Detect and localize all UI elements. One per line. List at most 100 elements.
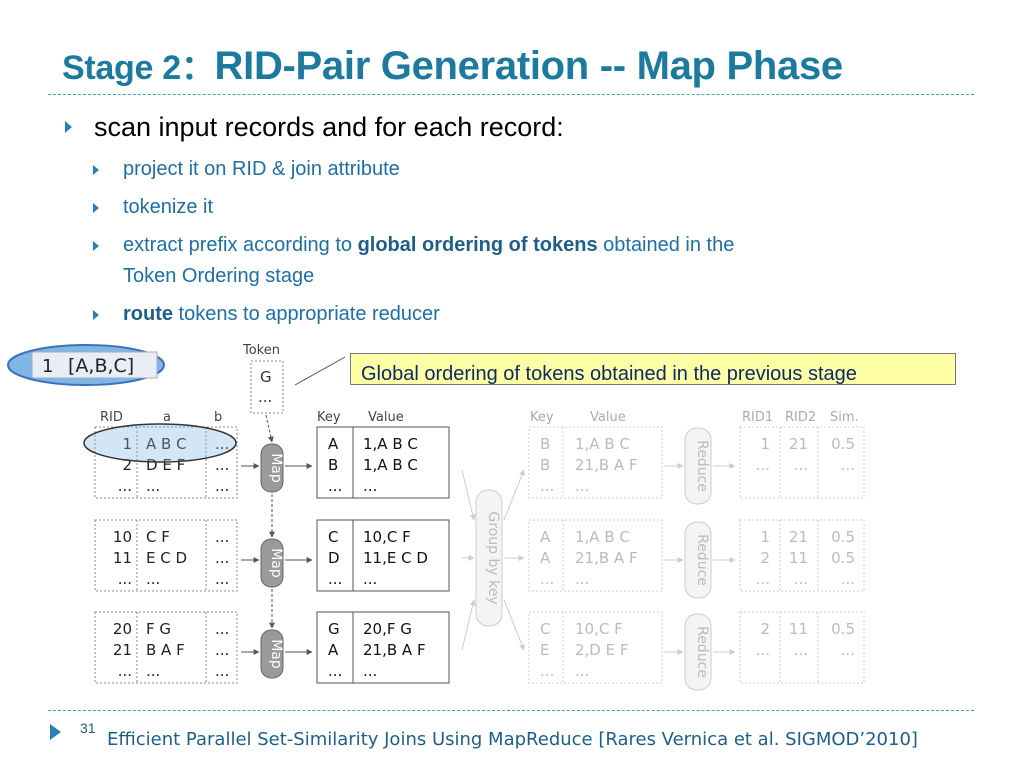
map-value-cell: 1,A B C (363, 456, 418, 474)
output-rid1-cell: ... (756, 456, 770, 474)
map-key-cell: D (328, 549, 340, 567)
bullet-list: scan input records and for each record: … (60, 110, 960, 337)
map-node: Map (260, 629, 284, 679)
input-rid-cell: ... (118, 477, 132, 495)
svg-text:Map: Map (268, 453, 284, 483)
reduce-value-cell: 21,B A F (575, 549, 638, 567)
map-group-box (316, 426, 450, 499)
reduce-header-value: Value (590, 410, 626, 425)
input-rid-cell: ... (118, 662, 132, 680)
output-group-box (739, 611, 865, 684)
input-b-cell: ... (215, 662, 229, 680)
sub-bullet-text: extract prefix according to (123, 234, 358, 256)
input-b-cell: ... (215, 477, 229, 495)
input-a-cell: F G (146, 620, 171, 638)
token-box (250, 360, 284, 414)
input-header-a: a (163, 410, 171, 425)
input-a-cell: E C D (146, 549, 187, 567)
map-key-cell: A (328, 641, 339, 659)
sub-bullet-emphasis: global ordering of tokens (357, 234, 598, 256)
reduce-key-cell: ... (540, 662, 554, 680)
input-rid-cell: 20 (113, 620, 132, 638)
input-a-cell: D E F (146, 456, 185, 474)
svg-text:Map: Map (268, 639, 284, 669)
map-node: Map (260, 538, 284, 588)
sub-bullet-emphasis: route (123, 303, 173, 325)
reduce-value-cell: ... (575, 570, 589, 588)
output-group-box (739, 426, 865, 499)
reduce-key-cell: E (540, 641, 549, 659)
output-rid2-cell: 11 (789, 620, 808, 638)
svg-text:Reduce: Reduce (694, 440, 710, 492)
input-a-cell: A B C (146, 435, 187, 453)
map-value-cell: 21,B A F (363, 641, 426, 659)
reduce-node: Reduce (684, 427, 712, 505)
input-rid-cell: 1 (122, 435, 132, 453)
input-b-cell: ... (215, 620, 229, 638)
map-key-cell: ... (328, 477, 342, 495)
page-number: 31 (80, 720, 96, 736)
reduce-node: Reduce (684, 521, 712, 599)
map-header-value: Value (368, 410, 404, 425)
svg-text:Reduce: Reduce (694, 534, 710, 586)
footer-arrow-icon (50, 724, 61, 740)
reduce-value-cell: ... (575, 477, 589, 495)
first-record-highlight (83, 423, 237, 463)
input-a-cell: ... (146, 477, 160, 495)
input-group-box (94, 426, 238, 499)
svg-text:Map: Map (268, 548, 284, 578)
output-sim-cell: 0.5 (831, 435, 855, 453)
callout-box: Global ordering of tokens obtained in th… (350, 353, 956, 385)
bullet-main-text: scan input records and for each record: (94, 112, 564, 142)
map-value-cell: ... (363, 477, 377, 495)
map-value-cell: ... (363, 662, 377, 680)
output-rid2-cell: ... (794, 456, 808, 474)
map-group-box (316, 519, 450, 592)
map-group-box (316, 611, 450, 684)
reduce-node: Reduce (684, 613, 712, 691)
input-a-cell: B A F (146, 641, 185, 659)
bullet-arrow-icon (93, 241, 99, 251)
reduce-value-cell: 10,C F (575, 620, 623, 638)
map-key-cell: ... (328, 662, 342, 680)
sub-bullet-project: project it on RID & join attribute (60, 154, 960, 185)
map-value-cell: ... (363, 570, 377, 588)
input-rid-cell: 2 (122, 456, 132, 474)
reduce-key-cell: A (540, 549, 551, 567)
footer-divider (48, 710, 974, 711)
output-rid1-cell: 2 (760, 549, 770, 567)
sub-bullet-tokenize: tokenize it (60, 192, 960, 223)
output-rid2-cell: 21 (789, 528, 808, 546)
map-key-cell: A (328, 435, 339, 453)
reduce-header-key: Key (530, 410, 554, 425)
reduce-value-cell: 1,A B C (575, 435, 630, 453)
input-b-cell: ... (215, 641, 229, 659)
bullet-main: scan input records and for each record: (60, 110, 960, 144)
callout-pointer (294, 356, 346, 386)
output-sim-cell: ... (841, 570, 855, 588)
sub-bullet-route: route tokens to appropriate reducer (60, 299, 960, 330)
map-key-cell: ... (328, 570, 342, 588)
output-rid2-cell: ... (794, 570, 808, 588)
reduce-key-cell: A (540, 528, 551, 546)
map-value-cell: 20,F G (363, 620, 412, 638)
bullet-arrow-icon (93, 310, 99, 320)
sub-bullet-text: obtained in the (597, 234, 735, 256)
input-b-cell: ... (215, 456, 229, 474)
input-b-cell: ... (215, 570, 229, 588)
map-node: Map (260, 443, 284, 493)
map-key-cell: B (328, 456, 338, 474)
output-header-sim: Sim. (830, 410, 859, 425)
input-b-cell: ... (215, 435, 229, 453)
reduce-value-cell: 1,A B C (575, 528, 630, 546)
sub-bullet-text: Token Ordering stage (123, 265, 315, 287)
bullet-arrow-icon (65, 121, 72, 133)
input-b-cell: ... (215, 528, 229, 546)
output-rid1-cell: ... (756, 641, 770, 659)
slide-title: Stage 2：RID-Pair Generation -- Map Phase (62, 40, 843, 89)
title-main: RID-Pair Generation -- Map Phase (214, 44, 844, 88)
input-group-box (94, 519, 238, 592)
